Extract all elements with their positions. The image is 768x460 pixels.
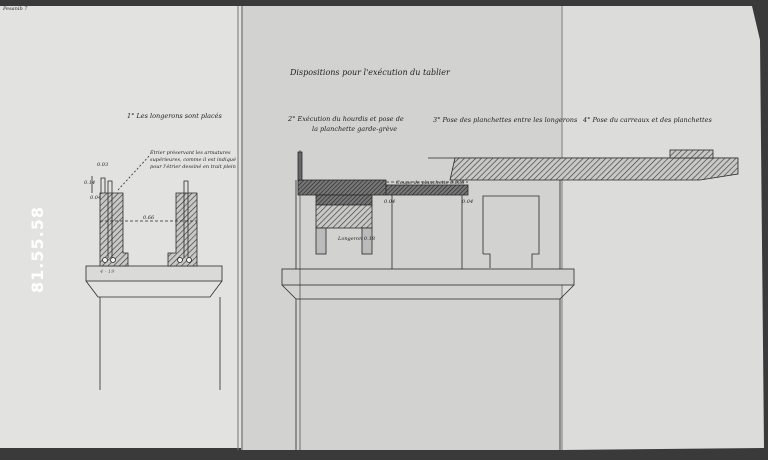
dimension: 0.03	[97, 162, 109, 168]
planchette-label: Coupe de planchette 0.038	[396, 180, 465, 186]
panel-middle	[242, 6, 562, 450]
hourdis	[297, 151, 387, 255]
top-border	[0, 0, 768, 6]
gap-dimension: 0.04	[384, 199, 396, 205]
drawing-title: Dispositions pour l'exécution du tablier	[290, 68, 450, 77]
pier-left	[85, 265, 223, 390]
note-line: pour l'étrier dessiné en trait plein	[150, 164, 236, 170]
archive-stamp: 81.55.58	[27, 206, 47, 293]
step-2-label-2: la planchette garde-grève	[312, 125, 398, 133]
planchette	[385, 181, 469, 196]
box-right	[482, 195, 540, 268]
dimension: 0.14	[84, 180, 96, 186]
deck-slab	[428, 149, 739, 181]
panel-right	[562, 6, 764, 450]
note-line: Étrier préservant les armatures	[150, 150, 231, 156]
step-2-label: 2° Exécution du hourdis et pose de	[288, 115, 404, 123]
step-3-label: 3° Pose des planchettes entre les longer…	[433, 116, 578, 124]
step-4-label: 4° Pose du carreaux et des planchettes	[583, 116, 712, 124]
dimension: 0.04	[90, 195, 102, 201]
pier-mark: 4 - 19	[100, 269, 115, 275]
stringer-left	[99, 177, 129, 267]
step-1-label: 1° Les longerons sont placés	[127, 112, 222, 120]
stringer-right	[167, 180, 198, 267]
spacing-dimension: 0.66	[143, 215, 155, 221]
beam-note: Longeron 0.18	[338, 236, 376, 242]
pier-middle	[281, 150, 575, 450]
note-line: supérieures, comme il est indiqué	[150, 157, 236, 163]
gap-dimension: 0.04	[462, 199, 474, 205]
sheet-reference: Pesanib 7	[3, 6, 28, 12]
